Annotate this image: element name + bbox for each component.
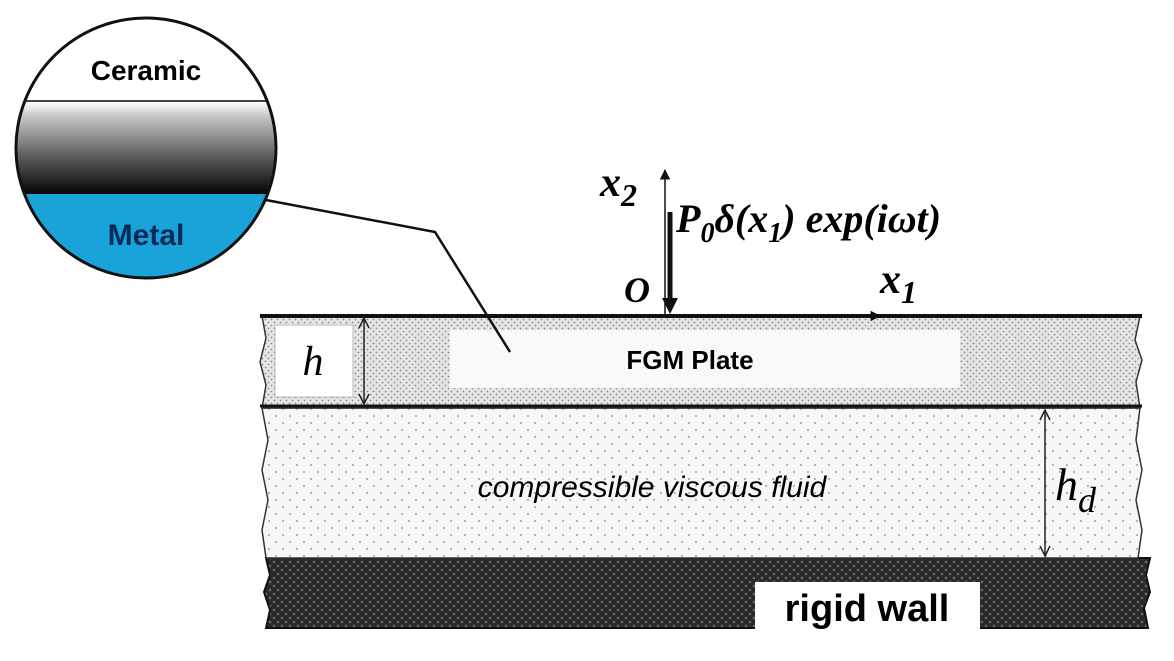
- rigid-wall: rigid wall: [262, 557, 1152, 630]
- fgm-plate-label: FGM Plate: [626, 345, 753, 375]
- fgm-plate-light-band: [450, 330, 960, 388]
- inset-gradient-region: [16, 102, 276, 194]
- x2-axis-label: x2: [599, 160, 637, 213]
- fluid-layer-body: [261, 407, 1143, 559]
- load-delta: δ(x: [714, 196, 768, 241]
- rigid-wall-label-box: [755, 582, 980, 630]
- x2-subscript: 2: [620, 177, 637, 213]
- load-exp: ) exp(iωt): [779, 196, 941, 241]
- fluid-depth-letter: h: [1055, 459, 1078, 510]
- load-expression: P0δ(x1) exp(iωt): [675, 196, 941, 249]
- inset-circle-border: [14, 16, 278, 280]
- x1-axis-label: x1: [879, 257, 917, 310]
- x2-letter: x: [599, 160, 621, 206]
- fluid-depth-subscript: d: [1078, 480, 1097, 520]
- x1-letter: x: [879, 257, 901, 303]
- inset-leader-line: [265, 198, 512, 353]
- plate-thickness-dimension: h: [303, 316, 370, 406]
- fluid-layer: compressible viscous fluid: [261, 407, 1143, 559]
- inset-metal-label: Metal: [108, 219, 185, 252]
- inset-ceramic-label: Ceramic: [91, 55, 202, 86]
- origin-label: O: [624, 270, 650, 310]
- coordinate-axes: x2 x1 O: [599, 160, 917, 322]
- fluid-depth-arrow-bottom: [1039, 545, 1051, 558]
- load-p: P: [675, 196, 701, 241]
- inset-fill: [16, 18, 276, 278]
- material-inset: Ceramic Metal: [14, 16, 512, 353]
- fluid-depth-symbol: hd: [1055, 459, 1097, 520]
- point-load: P0δ(x1) exp(iωt): [662, 196, 941, 314]
- x1-subscript: 1: [901, 274, 917, 310]
- rigid-wall-label: rigid wall: [785, 588, 950, 630]
- fluid-depth-dimension: hd: [1039, 408, 1097, 558]
- plate-thickness-arrow-top: [358, 316, 370, 329]
- load-p-subscript: 0: [700, 218, 714, 249]
- load-arrow-head: [662, 298, 678, 314]
- load-x-subscript: 1: [768, 218, 782, 249]
- rigid-wall-body: [262, 557, 1152, 629]
- fgm-plate: FGM Plate: [259, 314, 1143, 409]
- fluid-depth-arrow-top: [1039, 408, 1051, 421]
- plate-thickness-arrow-bottom: [358, 393, 370, 406]
- h-label-box: [274, 324, 354, 398]
- plate-thickness-symbol: h: [303, 339, 324, 385]
- fluid-layer-label: compressible viscous fluid: [478, 471, 828, 504]
